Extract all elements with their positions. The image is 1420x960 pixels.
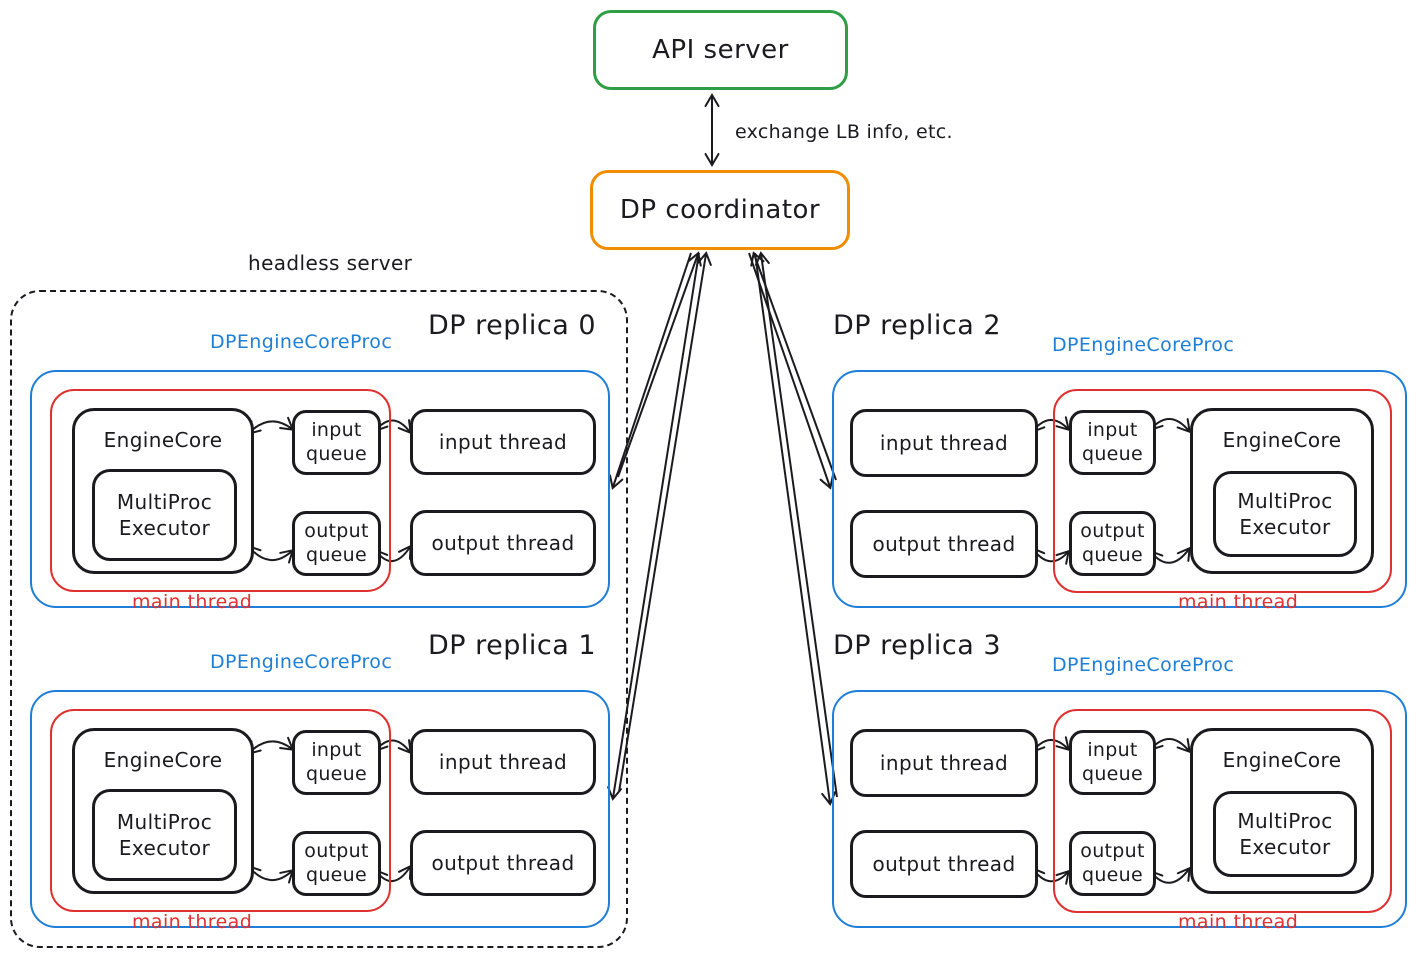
output-queue-line: queue bbox=[305, 863, 368, 886]
output-queue-box: output queue bbox=[1069, 831, 1156, 896]
exchange-info-label: exchange LB info, etc. bbox=[735, 121, 953, 143]
input-thread-box: input thread bbox=[850, 729, 1038, 797]
output-queue-line: output bbox=[1080, 839, 1145, 862]
output-queue-line: output bbox=[304, 839, 369, 862]
dp-engine-core-proc-box bbox=[832, 690, 1407, 928]
input-queue-box: input queue bbox=[1069, 730, 1156, 795]
multiproc-executor-line: Executor bbox=[118, 836, 211, 860]
headless-server-label: headless server bbox=[248, 251, 413, 275]
multiproc-executor-line: MultiProc bbox=[1237, 489, 1333, 513]
multiproc-executor-line: Executor bbox=[118, 516, 211, 540]
dp-engine-core-proc-label: DPEngineCoreProc bbox=[1052, 654, 1235, 676]
multiproc-executor-line: Executor bbox=[1239, 515, 1331, 539]
main-thread-box bbox=[50, 709, 391, 912]
replica-title: DP replica 0 bbox=[428, 310, 597, 341]
output-queue-line: queue bbox=[305, 543, 368, 566]
output-queue-line: output bbox=[304, 519, 369, 542]
input-queue-box: input queue bbox=[1069, 410, 1156, 475]
dp-coordinator-label: DP coordinator bbox=[619, 195, 821, 225]
input-queue-line: input bbox=[311, 738, 362, 761]
main-thread-label: main thread bbox=[1178, 591, 1299, 613]
replica3-coordinator-up-arrow bbox=[754, 251, 838, 798]
input-queue-line: input bbox=[1087, 738, 1138, 761]
engine-core-label: EngineCore bbox=[1222, 748, 1342, 772]
engine-core-label: EngineCore bbox=[103, 428, 223, 452]
multiproc-executor-box: MultiProc Executor bbox=[92, 469, 237, 561]
output-queue-box: output queue bbox=[292, 831, 381, 896]
input-thread-box: input thread bbox=[410, 729, 596, 795]
multiproc-executor-box: MultiProc Executor bbox=[92, 789, 237, 881]
replica1-coordinator-up-arrow bbox=[618, 251, 712, 793]
input-queue-line: input bbox=[311, 418, 362, 441]
main-thread-label: main thread bbox=[132, 911, 253, 933]
output-queue-box: output queue bbox=[292, 511, 381, 576]
output-thread-box: output thread bbox=[410, 830, 596, 896]
output-thread-box: output thread bbox=[850, 510, 1038, 578]
engine-core-box: EngineCore MultiProc Executor bbox=[1190, 728, 1374, 894]
dp-engine-core-proc-box bbox=[30, 690, 610, 928]
engine-core-box: EngineCore MultiProc Executor bbox=[72, 728, 254, 894]
multiproc-executor-line: MultiProc bbox=[1237, 809, 1333, 833]
engine-core-label: EngineCore bbox=[1222, 428, 1342, 452]
multiproc-executor-box: MultiProc Executor bbox=[1213, 791, 1357, 877]
engine-core-label: EngineCore bbox=[103, 748, 223, 772]
input-thread-box: input thread bbox=[850, 409, 1038, 477]
replica-title: DP replica 2 bbox=[833, 310, 1002, 341]
output-thread-box: output thread bbox=[410, 510, 596, 576]
input-thread-box: input thread bbox=[410, 409, 596, 475]
output-queue-box: output queue bbox=[1069, 511, 1156, 576]
multiproc-executor-line: Executor bbox=[1239, 835, 1331, 859]
replica-2: DP replica 2 DPEngineCoreProc EngineCore… bbox=[832, 310, 1407, 613]
main-thread-box bbox=[1053, 709, 1392, 913]
multiproc-executor-line: MultiProc bbox=[116, 490, 213, 514]
engine-core-box: EngineCore MultiProc Executor bbox=[72, 408, 254, 574]
api-server-node: API server bbox=[593, 10, 848, 90]
dp-engine-core-proc-label: DPEngineCoreProc bbox=[1052, 334, 1235, 356]
output-queue-line: queue bbox=[1081, 543, 1144, 566]
output-thread-box: output thread bbox=[850, 830, 1038, 898]
coordinator-replica2-down-arrow bbox=[748, 252, 834, 490]
main-thread-box bbox=[50, 389, 391, 592]
input-queue-line: queue bbox=[305, 442, 368, 465]
coordinator-replica3-down-arrow bbox=[754, 252, 837, 806]
main-thread-label: main thread bbox=[132, 591, 253, 613]
replica-title: DP replica 1 bbox=[428, 630, 597, 661]
input-queue-box: input queue bbox=[292, 730, 381, 795]
engine-core-box: EngineCore MultiProc Executor bbox=[1190, 408, 1374, 574]
input-queue-line: queue bbox=[1081, 762, 1144, 785]
replica-3: DP replica 3 DPEngineCoreProc EngineCore… bbox=[832, 630, 1407, 933]
replica2-coordinator-up-arrow bbox=[750, 251, 837, 481]
replica-0: DP replica 0 DPEngineCoreProc EngineCore… bbox=[30, 310, 610, 613]
dp-engine-core-proc-label: DPEngineCoreProc bbox=[210, 331, 393, 353]
replica-1: DP replica 1 DPEngineCoreProc EngineCore… bbox=[30, 630, 610, 933]
input-queue-line: queue bbox=[1081, 442, 1144, 465]
main-thread-box bbox=[1053, 389, 1392, 593]
dp-engine-core-proc-label: DPEngineCoreProc bbox=[210, 651, 393, 673]
output-queue-line: output bbox=[1080, 519, 1145, 542]
input-queue-line: queue bbox=[305, 762, 368, 785]
main-thread-label: main thread bbox=[1178, 911, 1299, 933]
multiproc-executor-box: MultiProc Executor bbox=[1213, 471, 1357, 557]
multiproc-executor-line: MultiProc bbox=[116, 810, 213, 834]
output-queue-line: queue bbox=[1081, 863, 1144, 886]
replica0-coordinator-up-arrow bbox=[617, 251, 702, 478]
input-queue-line: input bbox=[1087, 418, 1138, 441]
dp-engine-core-proc-box bbox=[832, 370, 1407, 608]
dp-coordinator-node: DP coordinator bbox=[590, 170, 850, 250]
api-server-label: API server bbox=[652, 35, 789, 65]
dp-engine-core-proc-box bbox=[30, 370, 610, 608]
input-queue-box: input queue bbox=[292, 410, 381, 475]
headless-server-group bbox=[10, 290, 628, 948]
replica-title: DP replica 3 bbox=[833, 630, 1002, 661]
